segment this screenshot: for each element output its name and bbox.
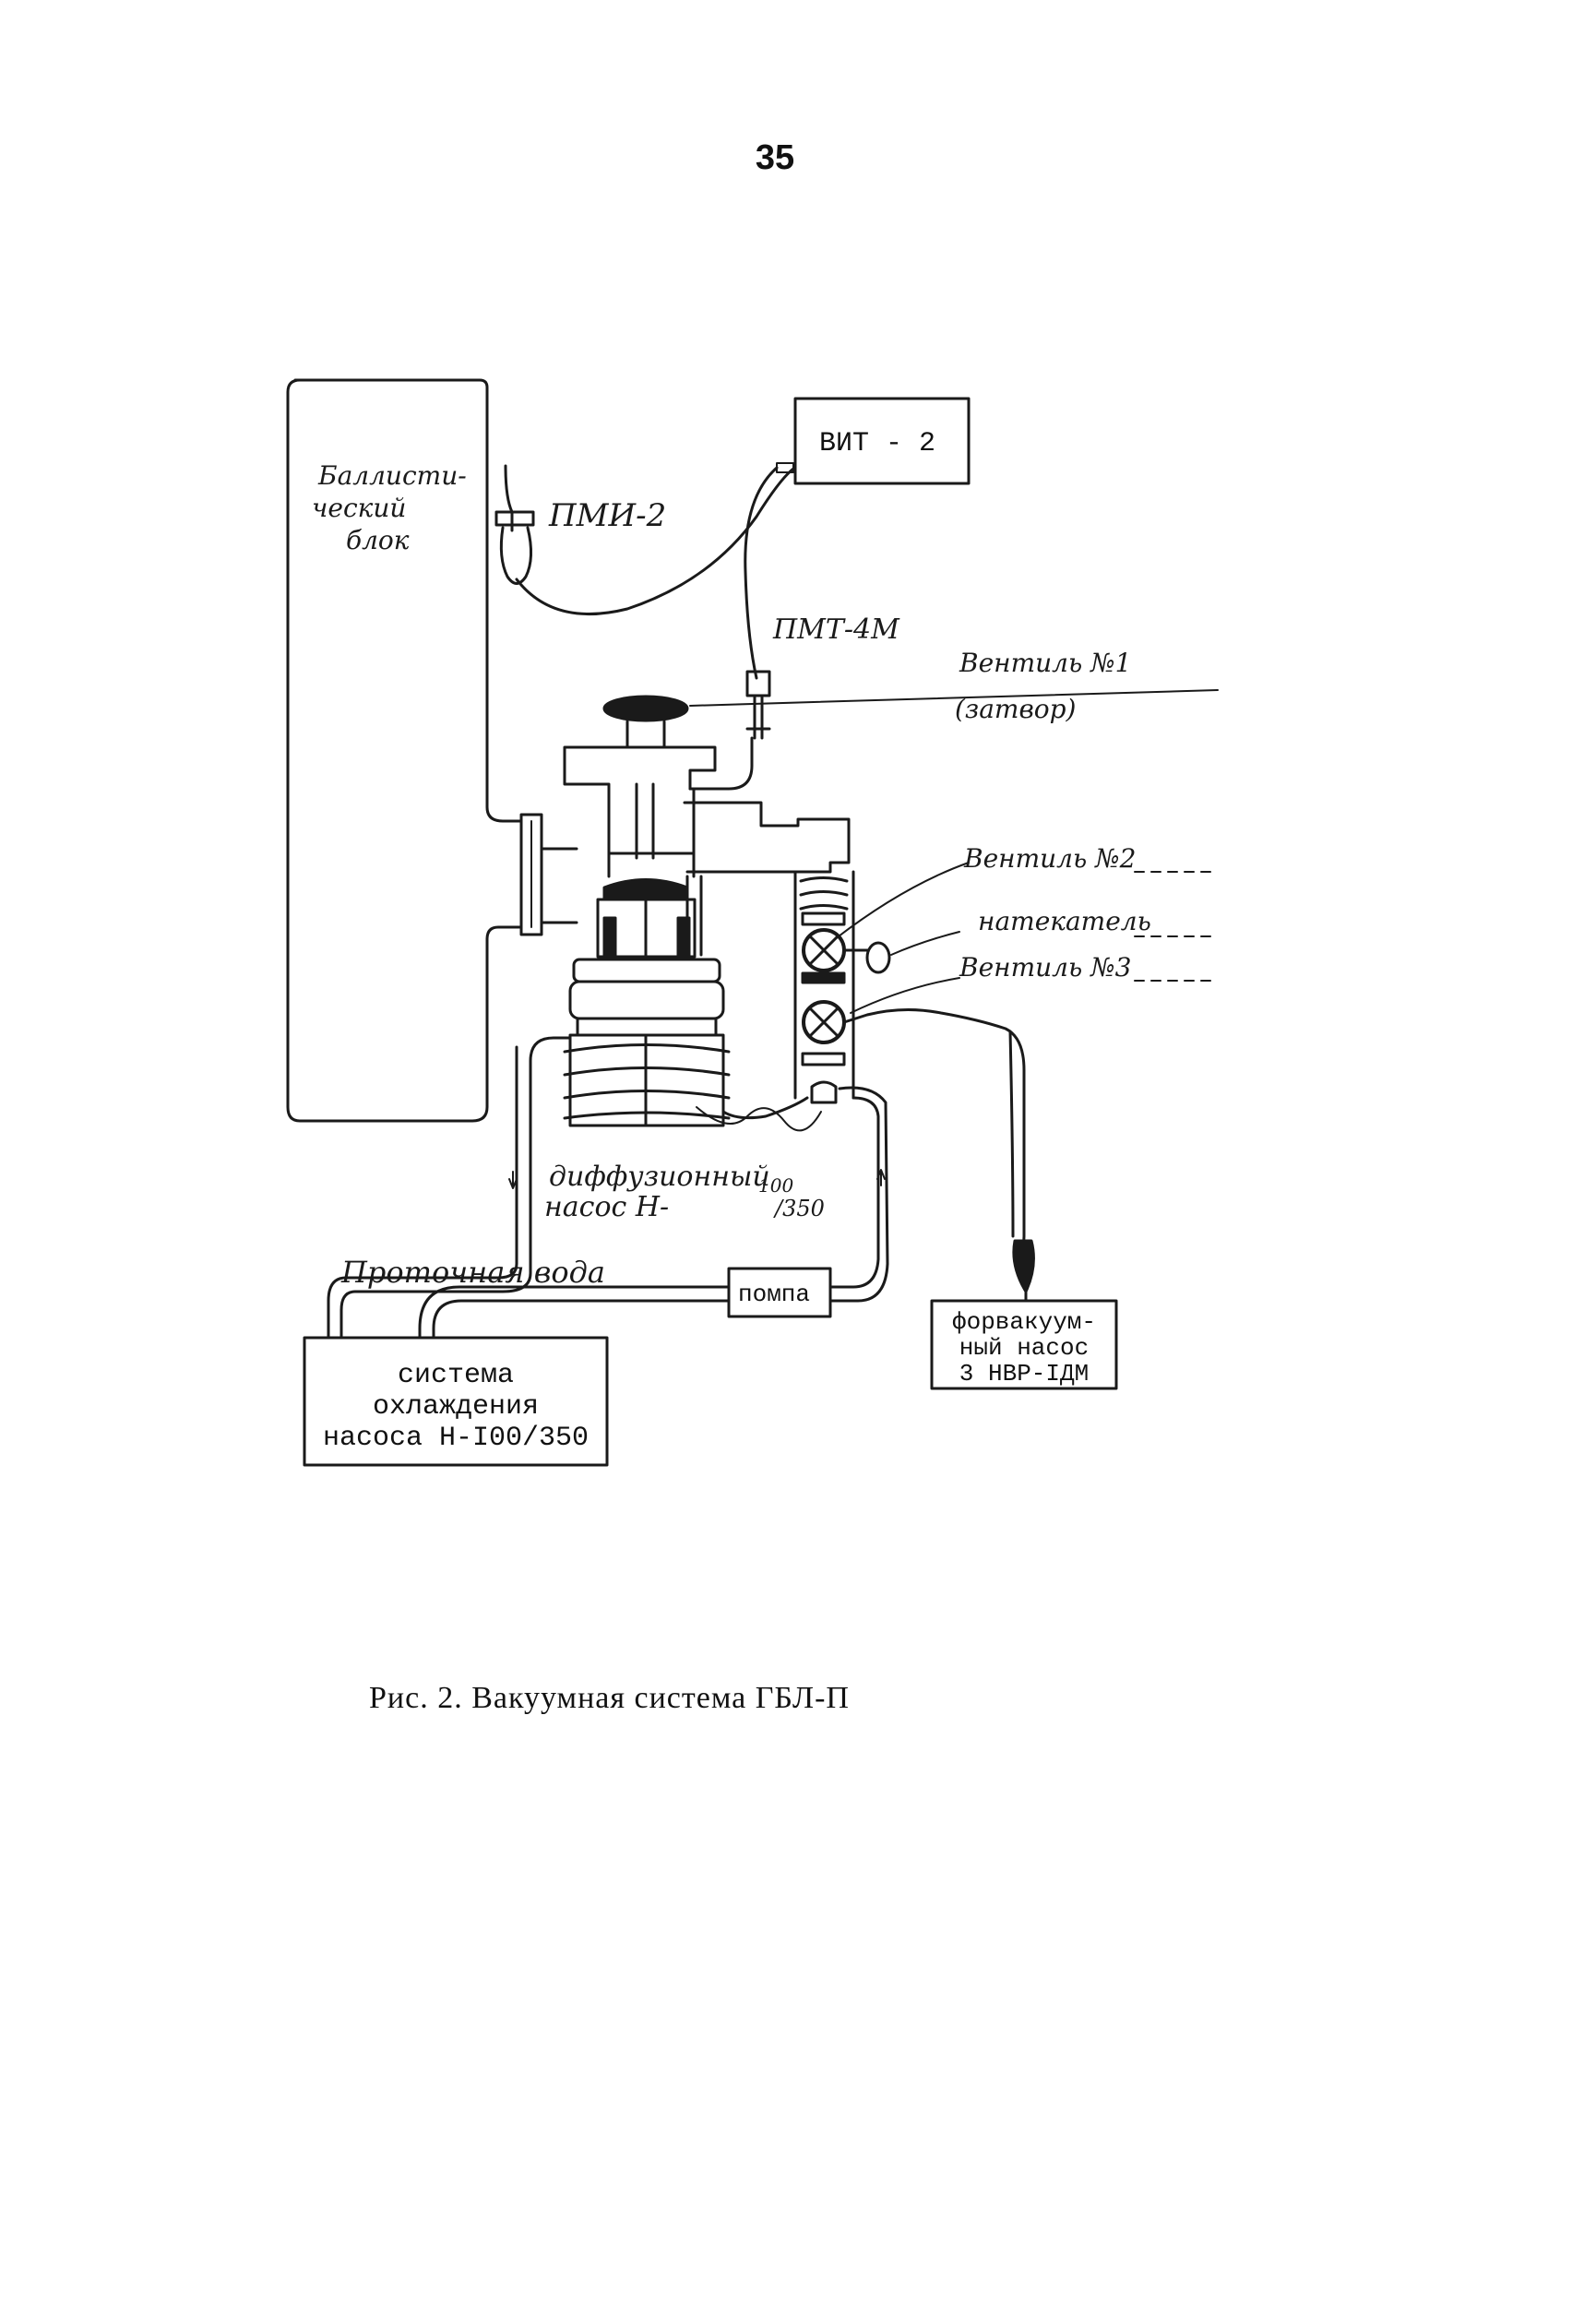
forevac-label-3: 3 НВР-IДМ xyxy=(959,1360,1089,1388)
valve-1-label: Вентиль №1 xyxy=(959,648,1131,678)
pmi-2-gauge xyxy=(494,464,795,615)
pompa-label: помпа xyxy=(738,1281,810,1308)
page-number: 35 xyxy=(755,138,795,177)
vit-2-box xyxy=(793,397,971,485)
forevac-label-1: форвакуум- xyxy=(952,1308,1096,1336)
vit-2-label: ВИТ - 2 xyxy=(819,428,935,459)
valve-column xyxy=(793,870,891,1104)
forevac-label-2: ный насос xyxy=(959,1334,1089,1362)
side-arm xyxy=(683,801,851,874)
cooling-label-2: охлаждения xyxy=(373,1391,539,1423)
diffusion-pump xyxy=(563,898,731,1127)
valve-2-label: Вентиль №2 xyxy=(963,843,1136,874)
pmt-4m-label: ПМТ-4М xyxy=(772,613,900,646)
cooling-label-3: насоса Н-I00/350 xyxy=(323,1423,589,1454)
leak-valve xyxy=(865,941,891,974)
diffusion-pump-label-3: 100 xyxy=(758,1174,793,1197)
valve-3-label: Вентиль №3 xyxy=(959,952,1131,983)
cooling-system-box xyxy=(303,1336,609,1467)
diffusion-pump-label-2: насос Н- xyxy=(544,1191,669,1223)
water-flow-label: Проточная вода xyxy=(340,1255,605,1290)
pmt-4m-gauge xyxy=(745,670,771,697)
leak-valve-label: натекатель xyxy=(978,906,1151,936)
forevacuum-pump-box xyxy=(930,1299,1118,1390)
forevacuum-hose xyxy=(842,1007,1028,1293)
valve-1-sub-label: (затвор) xyxy=(955,694,1076,724)
ballistic-coupling xyxy=(519,813,543,936)
ballistic-block-cabinet xyxy=(286,378,523,1123)
diffusion-pump-label-4: /350 xyxy=(773,1196,825,1221)
cooling-label-1: система xyxy=(398,1360,514,1391)
pompa-box xyxy=(727,1267,832,1318)
figure-caption: Рис. 2. Вакуумная система ГБЛ-П xyxy=(369,1681,850,1715)
pump-foreline xyxy=(721,1096,809,1120)
diffusion-pump-label-1: диффузионный xyxy=(549,1161,770,1193)
valve-1-knob xyxy=(602,695,689,722)
pmt-4m-cable xyxy=(744,466,779,680)
chamber-neck xyxy=(607,852,696,878)
ballistic-block-label-3: блок xyxy=(346,525,410,555)
pmi-2-label: ПМИ-2 xyxy=(548,497,666,534)
chamber-top-flange xyxy=(563,745,717,855)
ballistic-block-label-1: Баллисти- xyxy=(317,460,467,491)
ballistic-block-label-2: ческий xyxy=(312,493,406,523)
cooling-water-circuit xyxy=(327,1036,889,1340)
